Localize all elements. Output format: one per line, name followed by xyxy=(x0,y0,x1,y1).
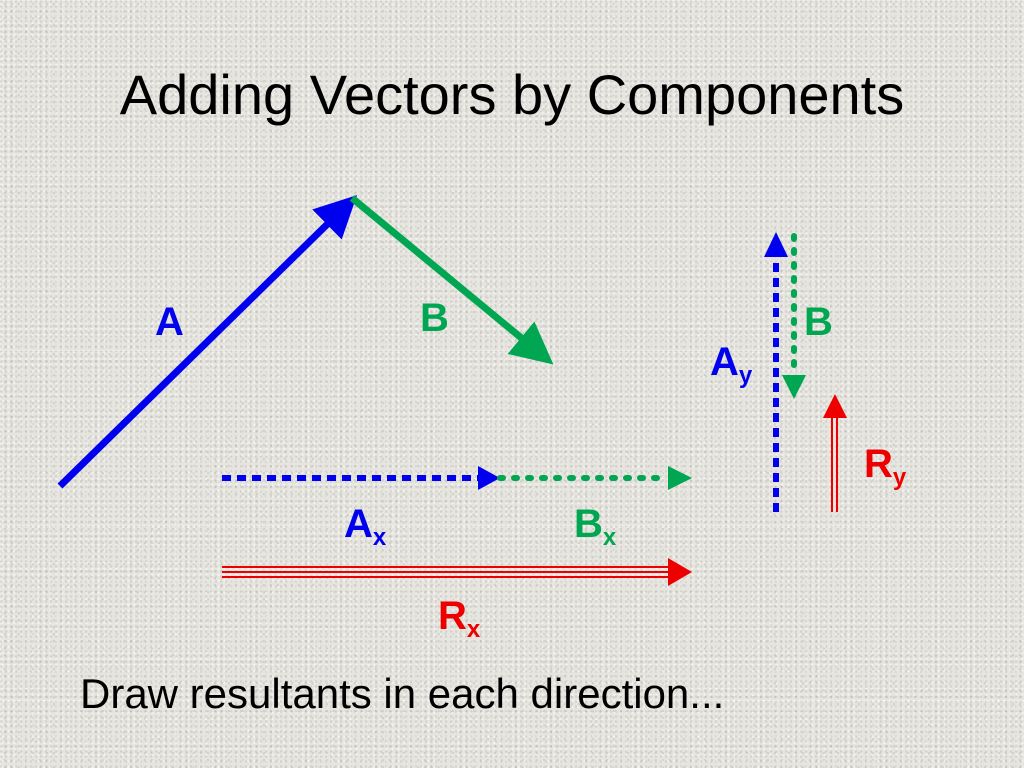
label-bx: Bx xyxy=(574,502,617,551)
label-rx: Rx xyxy=(438,594,481,643)
slide-title: Adding Vectors by Components xyxy=(119,63,905,126)
label-ay: Ay xyxy=(710,340,753,389)
vector-bx-arrowhead xyxy=(668,466,692,490)
vector-a xyxy=(57,195,358,489)
label-b: B xyxy=(420,296,449,340)
vector-by-arrowhead xyxy=(782,375,806,399)
label-a: A xyxy=(155,300,184,344)
label-ax: Ax xyxy=(344,502,387,551)
label-ry: Ry xyxy=(864,442,907,491)
vector-b xyxy=(349,195,554,365)
vector-ay-arrowhead xyxy=(764,232,788,257)
vector-rx-arrowhead xyxy=(668,558,692,586)
label-by: B xyxy=(804,300,833,344)
slide-caption: Draw resultants in each direction... xyxy=(80,670,725,717)
vector-ax-arrowhead xyxy=(478,466,500,490)
vector-ry-arrowhead xyxy=(823,394,847,418)
